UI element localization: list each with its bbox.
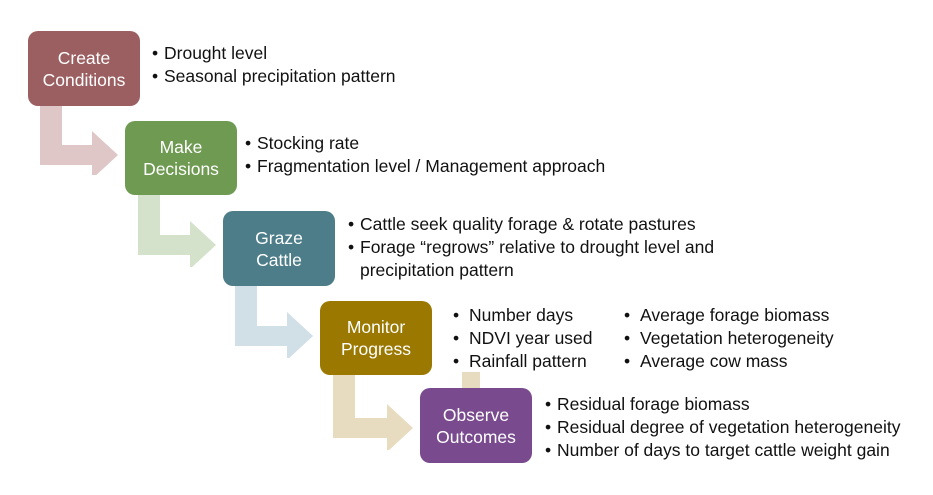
step-title-line2: Conditions (42, 69, 126, 90)
step-title-line1: Make (159, 137, 203, 157)
connector-arrow-1 (40, 105, 118, 175)
bullet-item: Average cow mass (624, 350, 834, 373)
connector-stub (462, 372, 480, 388)
step-title-line1: Monitor (346, 317, 406, 337)
bullet-item: Stocking rate (245, 132, 605, 155)
bullet-item: Fragmentation level / Management approac… (245, 155, 605, 178)
step-box-create-conditions: Create Conditions (28, 31, 140, 106)
step-title-line1: Graze (255, 227, 303, 248)
connector-arrow-3-shape (235, 286, 313, 358)
bullet-item: Number days (453, 304, 593, 327)
bullet-item: Average forage biomass (624, 304, 834, 327)
bullet-list-graze-cattle: Cattle seek quality forage & rotate past… (348, 213, 768, 282)
bullet-item: Cattle seek quality forage & rotate past… (348, 213, 768, 236)
step-box-make-decisions: Make Decisions (125, 121, 237, 195)
step-box-graze-cattle: Graze Cattle (223, 211, 335, 286)
connector-arrow-3 (235, 286, 313, 358)
bullet-item: Forage “regrows” relative to drought lev… (348, 236, 720, 282)
step-box-observe-outcomes: Observe Outcomes (420, 388, 532, 463)
step-title-line2: Cattle (256, 249, 302, 270)
connector-arrow-4 (333, 375, 413, 450)
connector-arrow-4-shape (333, 375, 413, 450)
step-title-line2: Decisions (143, 159, 219, 179)
step-box-monitor-progress: Monitor Progress (320, 301, 432, 375)
bullet-list-create-conditions: Drought level Seasonal precipitation pat… (152, 42, 396, 88)
step-title-line2: Outcomes (436, 426, 516, 447)
connector-arrow-2-shape (138, 195, 216, 267)
bullet-list-make-decisions: Stocking rate Fragmentation level / Mana… (245, 132, 605, 178)
bullet-item: Rainfall pattern (453, 350, 593, 373)
bullet-list-observe-outcomes: Residual forage biomass Residual degree … (545, 393, 900, 462)
bullet-item: NDVI year used (453, 327, 593, 350)
bullet-item: Number of days to target cattle weight g… (545, 439, 900, 462)
bullet-item: Residual degree of vegetation heterogene… (545, 416, 900, 439)
connector-arrow-2 (138, 195, 216, 267)
bullet-item: Seasonal precipitation pattern (152, 65, 396, 88)
bullet-list-monitor-progress-left: Number days NDVI year used Rainfall patt… (453, 304, 593, 373)
bullet-item: Drought level (152, 42, 396, 65)
bullet-list-monitor-progress-right: Average forage biomass Vegetation hetero… (624, 304, 834, 373)
connector-arrow-1-shape (40, 105, 118, 175)
bullet-item: Residual forage biomass (545, 393, 900, 416)
bullet-item: Vegetation heterogeneity (624, 327, 834, 350)
step-title-line1: Observe (442, 404, 510, 425)
step-title-line2: Progress (340, 339, 412, 359)
step-title-line1: Create (57, 47, 111, 68)
